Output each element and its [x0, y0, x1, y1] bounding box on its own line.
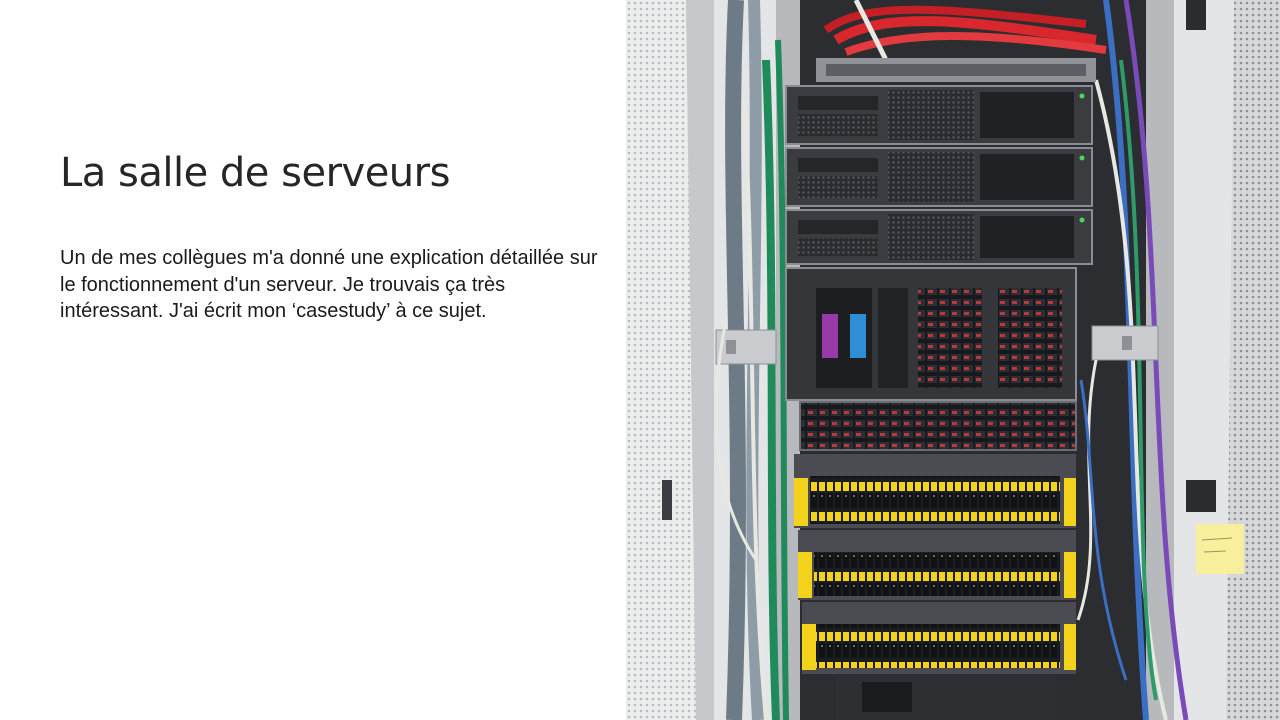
server-unit-1 [785, 85, 1093, 145]
server-rack-photo [626, 0, 1280, 720]
server-unit-3 [785, 209, 1093, 265]
server-unit-2 [785, 147, 1093, 207]
slide-text-area: La salle de serveurs Un de mes collègues… [60, 0, 620, 720]
server-rack-illustration [626, 0, 1280, 720]
storage-array-1 [794, 454, 1076, 528]
storage-array-2 [798, 530, 1076, 600]
storage-array-3 [802, 602, 1076, 674]
slide-body-text: Un de mes collègues m'a donné une explic… [60, 247, 598, 322]
slide-title: La salle de serveurs [60, 150, 450, 196]
tower-server [785, 267, 1077, 401]
